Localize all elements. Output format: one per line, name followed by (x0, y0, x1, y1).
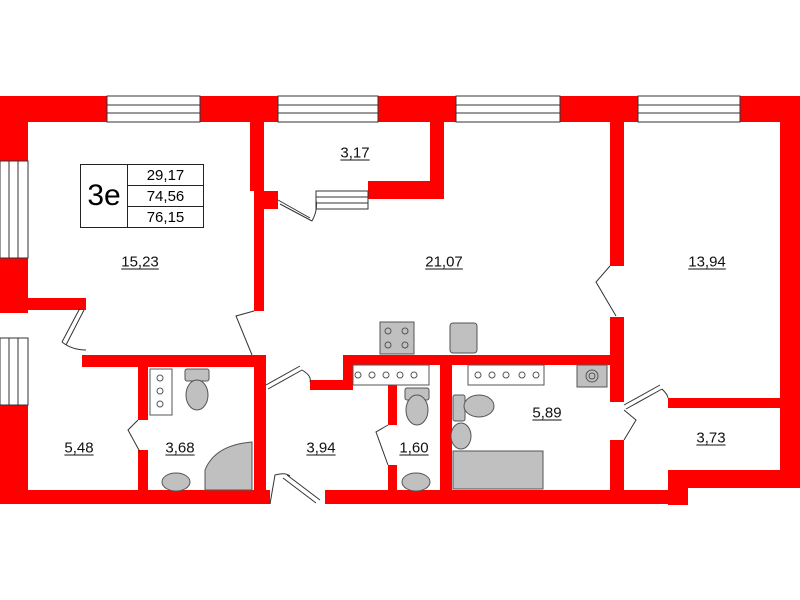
room-area-label: 5,48 (64, 439, 94, 457)
room-area-label: 3,94 (306, 439, 336, 457)
room-area-label: 3,17 (340, 144, 370, 162)
doors (61, 199, 669, 505)
walls (0, 96, 800, 505)
living-area: 29,17 (128, 165, 203, 186)
windows (0, 95, 741, 406)
room-area-label: 13,94 (688, 253, 726, 271)
fixtures (149, 321, 608, 492)
total-area: 74,56 (128, 186, 203, 207)
room-area-label: 15,23 (121, 253, 159, 271)
apartment-summary-table: 3е 29,17 74,56 76,15 (80, 164, 204, 228)
room-area-label: 1,60 (399, 439, 429, 457)
room-area-label: 21,07 (425, 253, 463, 271)
room-area-label: 5,89 (532, 404, 562, 422)
room-area-label: 3,73 (696, 429, 726, 447)
apartment-type: 3е (81, 165, 128, 227)
total-area-with-balcony: 76,15 (146, 208, 185, 226)
room-area-label: 3,68 (165, 439, 195, 457)
